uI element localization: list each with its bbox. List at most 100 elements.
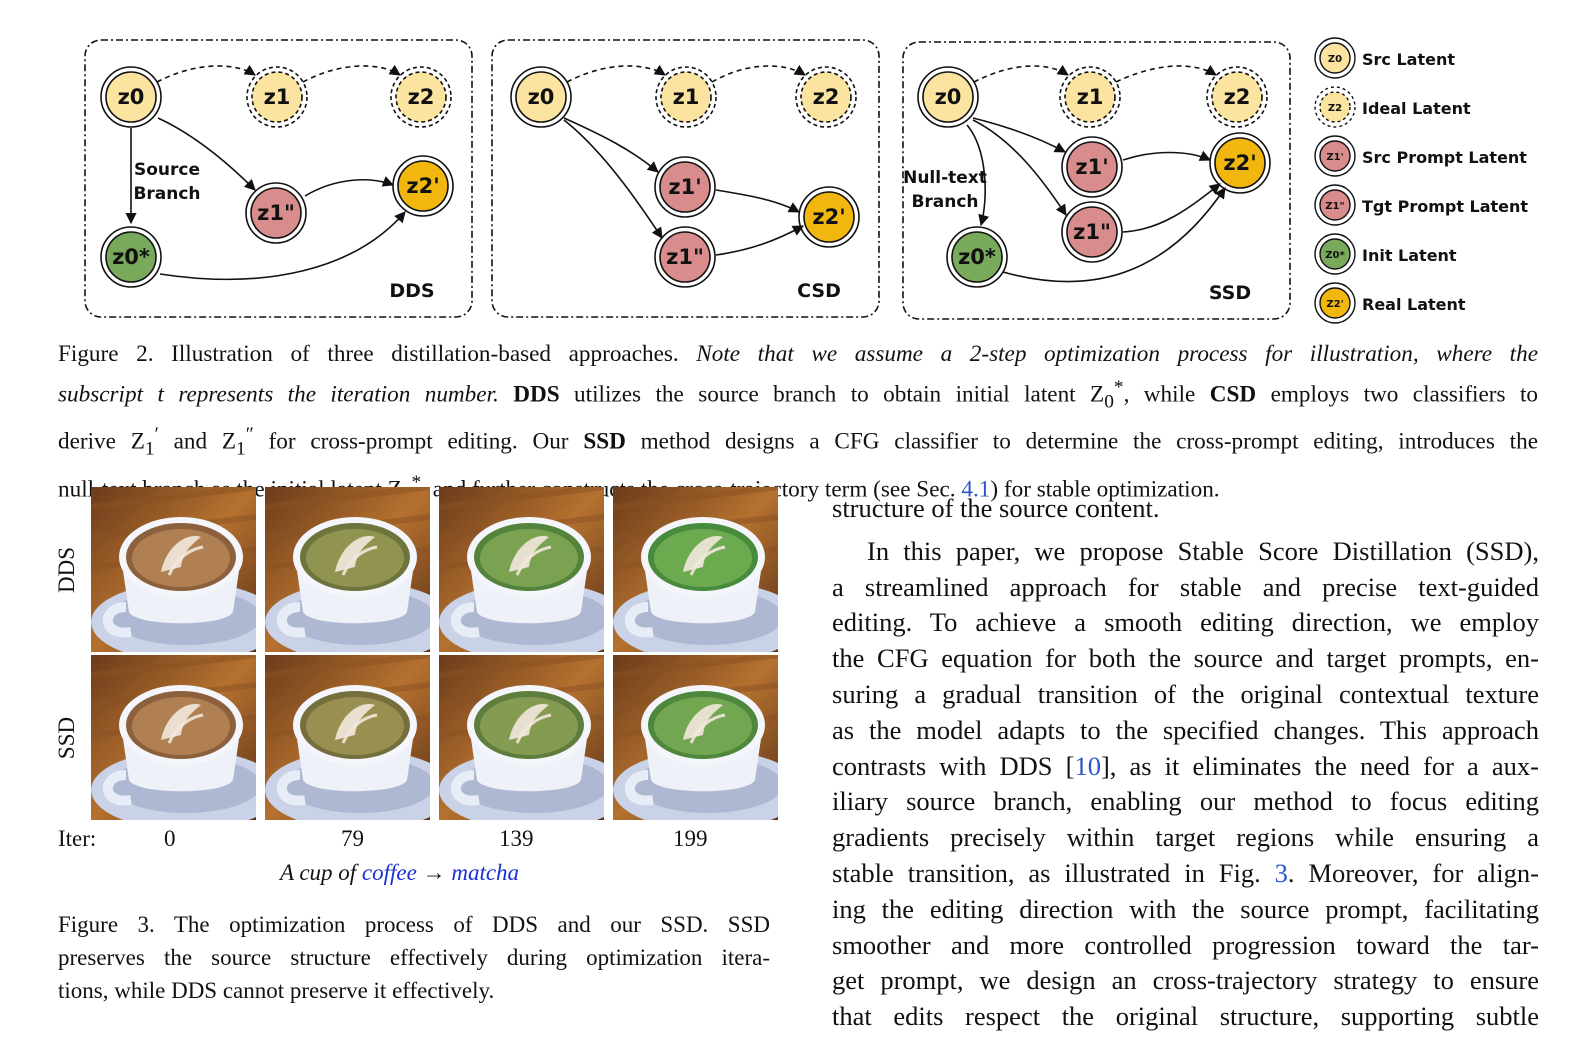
arrow <box>1002 187 1226 283</box>
arrow <box>715 189 800 213</box>
body-line: smoother and more controlled progression… <box>832 929 1539 960</box>
body-line: the CFG equation for both the source and… <box>832 643 1539 674</box>
legend-item: Z1'Src Prompt Latent <box>1314 135 1527 177</box>
figure3-caption-line: tions, while DDS cannot preserve it effe… <box>58 978 495 1003</box>
arrow <box>304 176 395 197</box>
svg-text:z0: z0 <box>935 85 962 109</box>
arrow <box>711 64 806 83</box>
arrow <box>302 64 401 83</box>
figure3-caption: Figure 3. The optimization process of DD… <box>58 908 770 1007</box>
figure-link[interactable]: 3 <box>1274 857 1288 888</box>
legend-glyph: Z1' <box>1326 152 1343 163</box>
panel-label: SSD <box>1209 282 1251 304</box>
figure3-image-grid <box>91 487 779 820</box>
legend-glyph: Z2 <box>1328 103 1342 114</box>
svg-text:z2: z2 <box>408 85 435 109</box>
figure3-subcaption: A cup of coffee → matcha <box>279 860 520 885</box>
figure3-caption-line: Figure 3. The optimization process of DD… <box>58 912 770 937</box>
body-line: editing. To achieve a smooth editing dir… <box>832 607 1539 638</box>
node-z0s: z0* <box>946 226 1008 288</box>
legend-glyph: Z0 <box>1328 54 1342 65</box>
panel-csd: CSD z0 z1 z2 z1' z1" z2' <box>491 39 880 318</box>
legend-label: Real Latent <box>1362 295 1466 314</box>
body-line: iliary source branch, enabling our metho… <box>832 786 1539 817</box>
svg-text:z0: z0 <box>528 85 555 109</box>
branch-label: Branch <box>133 184 200 204</box>
svg-text:z1': z1' <box>668 175 701 199</box>
iter-value: 199 <box>673 826 708 851</box>
svg-text:z0*: z0* <box>958 245 996 269</box>
svg-text:z1": z1" <box>257 201 295 225</box>
arrow <box>1122 183 1221 233</box>
svg-text:z0*: z0* <box>112 245 150 269</box>
body-line: suring a gradual transition of the origi… <box>832 678 1539 709</box>
legend-item: Z2' Real Latent <box>1314 282 1466 324</box>
svg-text:z2': z2' <box>406 174 439 198</box>
node-z1pp: z1" <box>1061 201 1123 263</box>
section-link[interactable]: 4.1 <box>961 476 991 503</box>
citation-link[interactable]: 10 <box>1074 750 1101 781</box>
node-z2p: z2' <box>1209 132 1271 194</box>
arrow <box>972 117 1066 153</box>
svg-text:z1": z1" <box>1073 220 1111 244</box>
svg-text:z2: z2 <box>1224 85 1251 109</box>
node-z1: z1 <box>246 66 308 128</box>
svg-text:z1: z1 <box>264 85 291 109</box>
body-line: stable transition, as illustrated in Fig… <box>832 857 1539 888</box>
cup-image <box>91 487 256 652</box>
node-z1: z1 <box>1059 66 1121 128</box>
svg-text:z1: z1 <box>673 85 700 109</box>
node-z1pp: z1" <box>654 226 716 288</box>
figure2-caption-line-1: Figure 2. Illustration of three distilla… <box>58 341 1538 367</box>
node-z1p: z1' <box>1061 136 1123 198</box>
body-line: gradients precisely within target region… <box>832 822 1539 853</box>
svg-text:z1": z1" <box>666 245 704 269</box>
legend-item: Z2 Ideal Latent <box>1314 86 1471 128</box>
arrow <box>563 119 663 239</box>
body-line: structure of the source content. <box>832 493 1160 523</box>
svg-text:z2': z2' <box>812 205 845 229</box>
legend-label: Init Latent <box>1362 246 1457 265</box>
node-z1: z1 <box>655 66 717 128</box>
node-z2: z2 <box>390 66 452 128</box>
cup-image <box>265 655 430 820</box>
body-line: ing the editing direction with the sourc… <box>832 893 1539 924</box>
iter-value: 0 <box>164 826 176 851</box>
node-z2p: z2' <box>798 186 860 248</box>
row-label-dds: DDS <box>54 546 79 593</box>
arrow <box>156 64 256 83</box>
panel-label: CSD <box>797 280 841 302</box>
body-line: a streamlined approach for stable and pr… <box>832 571 1539 602</box>
arrow <box>966 124 990 227</box>
branch-label: Null-text <box>903 168 987 188</box>
legend-label: Ideal Latent <box>1362 99 1471 118</box>
body-line: as the model adapts to the specified cha… <box>832 714 1539 745</box>
svg-text:z2: z2 <box>813 85 840 109</box>
node-z1p: z1' <box>654 156 716 218</box>
target-word: matcha <box>451 860 520 885</box>
figure2-caption-line-3: derive Z1′ and Z1″ for cross-prompt edit… <box>58 424 1538 460</box>
arrow <box>1115 64 1217 83</box>
svg-text:z1': z1' <box>1075 155 1108 179</box>
node-z2p: z2' <box>392 155 454 217</box>
source-word: coffee <box>361 860 417 885</box>
branch-label: Source <box>134 160 200 180</box>
arrow <box>563 117 659 173</box>
iter-value: 139 <box>499 826 534 851</box>
legend-glyph: Z2' <box>1326 299 1343 310</box>
legend-label: Tgt Prompt Latent <box>1362 197 1528 216</box>
body-line: contrasts with DDS [10], as it eliminate… <box>832 750 1539 781</box>
cup-image <box>439 655 604 820</box>
arrow <box>1122 150 1212 161</box>
arrow <box>157 117 256 191</box>
figure2-caption-line-2: subscript t represents the iteration num… <box>58 377 1538 413</box>
node-z2: z2 <box>1206 66 1268 128</box>
iter-label: Iter: <box>58 826 97 851</box>
legend-glyph: Z0* <box>1325 250 1345 261</box>
svg-text:z2': z2' <box>1223 151 1256 175</box>
svg-text:z1: z1 <box>1077 85 1104 109</box>
arrow <box>972 119 1067 216</box>
node-z0: z0 <box>100 66 162 128</box>
